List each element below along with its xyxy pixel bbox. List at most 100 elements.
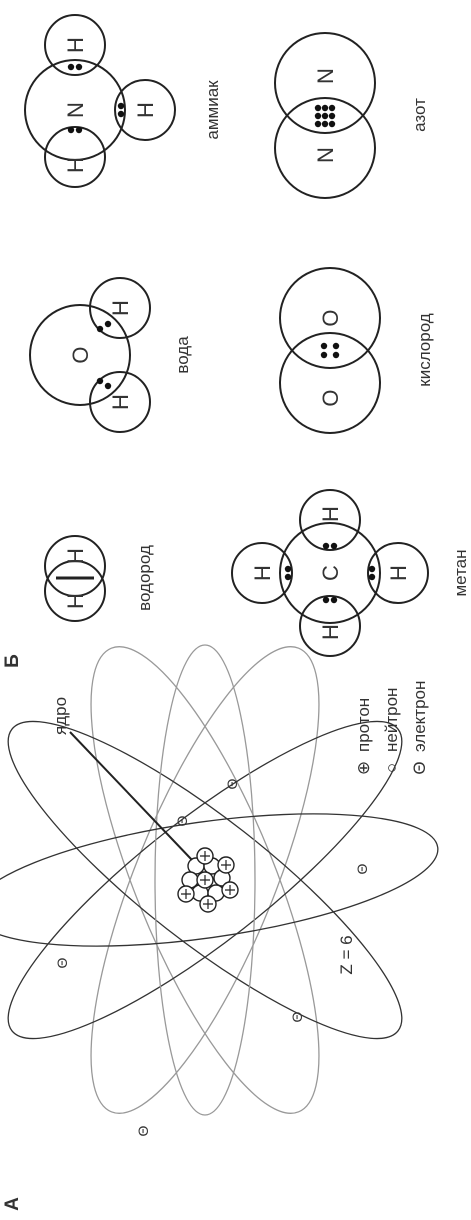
atom-symbol: O xyxy=(318,389,343,406)
panel-a-letter: А xyxy=(2,1197,23,1211)
molecule-caption: водород xyxy=(135,545,154,611)
shared-electron xyxy=(67,126,75,134)
molecule-caption: метан xyxy=(451,549,470,596)
electron-orbits xyxy=(0,644,439,1116)
shared-electron xyxy=(330,596,338,604)
atom-symbol: H xyxy=(63,548,88,564)
electron: Θ xyxy=(54,957,70,968)
atom-symbol: H xyxy=(386,565,411,581)
atom-symbol: H xyxy=(108,394,133,410)
shared-electron xyxy=(117,102,125,110)
atom-symbol: H xyxy=(63,593,88,609)
molecule-nitrogen: N N азот xyxy=(274,32,429,199)
atom-circle xyxy=(24,59,126,161)
shared-electron xyxy=(321,120,329,128)
electrons: Θ Θ Θ Θ Θ Θ xyxy=(54,778,370,1136)
legend: ⊕ протон ○ нейтрон Θ электрон xyxy=(354,681,429,776)
atom-circle xyxy=(367,542,429,604)
molecule-caption: аммиак xyxy=(203,80,222,140)
nucleus-pointer-line xyxy=(69,731,193,861)
atom-circle xyxy=(231,542,293,604)
electron: Θ xyxy=(174,815,190,826)
legend-proton-symbol: ⊕ xyxy=(354,761,373,775)
orbit-ellipse xyxy=(154,644,256,1116)
orbit-ellipse xyxy=(0,813,439,947)
molecule-water: O H H вода xyxy=(29,277,192,433)
atom-symbol: H xyxy=(63,37,88,53)
atom-circle xyxy=(29,304,131,406)
orbit-ellipse xyxy=(7,720,403,1040)
shared-electron xyxy=(328,104,336,112)
atom-circle xyxy=(279,522,381,624)
atom-circle xyxy=(279,332,381,434)
atom-symbol: H xyxy=(318,506,343,522)
legend-electron-label: электрон xyxy=(410,681,429,752)
atom-circle xyxy=(299,595,361,657)
electron: Θ xyxy=(354,863,370,874)
nucleus xyxy=(177,847,239,913)
atom-symbol: H xyxy=(133,102,158,118)
electron: Θ xyxy=(135,1125,151,1136)
orbit-ellipse xyxy=(90,646,320,1114)
atom-symbol: H xyxy=(108,300,133,316)
atom-circle xyxy=(114,79,176,141)
orbit-ellipse xyxy=(90,646,320,1114)
molecule-ammonia: N H H H аммиак xyxy=(24,14,222,188)
shared-electron xyxy=(117,110,125,118)
electron: Θ xyxy=(224,778,240,789)
atom-symbol: N xyxy=(313,147,338,163)
electron: Θ xyxy=(289,1011,305,1022)
atom-symbol: O xyxy=(318,309,343,326)
shared-electron xyxy=(321,112,329,120)
atom-circle xyxy=(299,489,361,551)
molecule-caption: вода xyxy=(173,336,192,374)
molecule-hydrogen: H H водород xyxy=(44,535,154,622)
proton-plus xyxy=(181,851,235,909)
molecule-methane: C H H H H метан xyxy=(231,489,470,657)
atomic-number-label: Z = 6 xyxy=(337,935,356,974)
atom-symbol: H xyxy=(63,157,88,173)
panel-b-letter: Б xyxy=(2,654,23,668)
shared-electron xyxy=(75,63,83,71)
atom-symbol: C xyxy=(318,565,343,581)
orbit-ellipse xyxy=(7,720,403,1040)
shared-electron xyxy=(314,104,322,112)
atom-symbol: O xyxy=(68,346,93,363)
shared-electron xyxy=(320,342,328,350)
atom-symbol: H xyxy=(318,624,343,640)
atom-symbol: H xyxy=(250,565,275,581)
molecule-oxygen: O O кислород xyxy=(279,267,434,434)
legend-proton-label: протон xyxy=(354,698,373,752)
shared-electron xyxy=(67,63,75,71)
atom-model: ядро Θ Θ Θ Θ Θ Θ Z = 6 ⊕ протон ○ нейтро… xyxy=(0,644,439,1136)
legend-neutron-label: нейтрон xyxy=(382,688,401,752)
atom-circle xyxy=(44,560,106,622)
shared-electron xyxy=(284,565,292,573)
shared-electron xyxy=(104,382,112,390)
atom-circle xyxy=(44,126,106,188)
molecule-caption: азот xyxy=(410,98,429,132)
shared-electron xyxy=(75,126,83,134)
atom-symbol: N xyxy=(313,68,338,84)
legend-neutron-symbol: ○ xyxy=(382,763,401,773)
legend-electron-symbol: Θ xyxy=(410,761,429,774)
shared-electron xyxy=(322,596,330,604)
shared-electron xyxy=(328,120,336,128)
shared-electron xyxy=(96,377,104,385)
shared-electron xyxy=(322,542,330,550)
shared-electron xyxy=(104,320,112,328)
shared-electron xyxy=(368,573,376,581)
shared-electron xyxy=(96,325,104,333)
shared-electron xyxy=(320,351,328,359)
shared-electron xyxy=(321,104,329,112)
atom-circle xyxy=(44,535,106,597)
atom-circle xyxy=(274,97,376,199)
shared-electron xyxy=(332,351,340,359)
shared-electron xyxy=(330,542,338,550)
shared-electron xyxy=(328,112,336,120)
atom-circle xyxy=(89,371,151,433)
atom-symbol: N xyxy=(63,102,88,118)
shared-electron xyxy=(284,573,292,581)
molecule-caption: кислород xyxy=(415,313,434,387)
